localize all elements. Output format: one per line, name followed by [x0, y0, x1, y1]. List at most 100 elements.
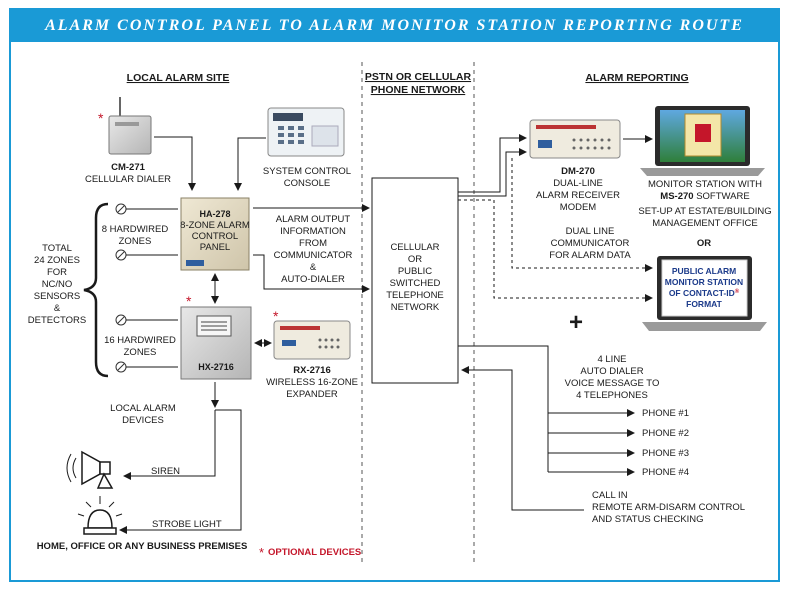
monitor-line-2: MS-270 SOFTWARE — [660, 191, 749, 202]
callin-line-1: CALL IN — [592, 490, 628, 501]
dm270-line-1: DUAL-LINE — [553, 178, 603, 189]
screen-line-1: PUBLIC ALARM — [672, 266, 736, 276]
screen-contact-id: OF CONTACT-ID — [669, 288, 735, 298]
alarm-output-5: & — [310, 262, 317, 273]
phone-2-label: PHONE #2 — [642, 428, 689, 439]
edge-network-to-phones — [458, 345, 549, 472]
laptop-ms270 — [640, 106, 765, 176]
monitor-ms270-label: MS-270 — [660, 191, 693, 202]
hw8-label-2: ZONES — [119, 236, 152, 247]
network-line-2: OR — [408, 254, 422, 265]
network-line-1: CELLULAR — [390, 242, 439, 253]
zone-terminals — [115, 203, 178, 373]
alarm-output-1: ALARM OUTPUT — [276, 214, 351, 225]
monitor-line-4: MANAGEMENT OFFICE — [652, 218, 757, 229]
network-line-6: NETWORK — [391, 302, 440, 313]
network-line-3: PUBLIC — [398, 266, 432, 277]
edge-console-to-ha278 — [234, 137, 266, 191]
title-bar: ALARM CONTROL PANEL TO ALARM MONITOR STA… — [11, 10, 778, 42]
hw16-label-1: 16 HARDWIRED — [104, 335, 176, 346]
dualline-line-1: DUAL LINE — [566, 226, 615, 237]
dm270-device — [529, 119, 621, 159]
alarm-output-6: AUTO-DIALER — [281, 274, 345, 285]
edge-autodialer-to-network — [253, 254, 370, 293]
screen-line-3: OF CONTACT-ID® — [669, 288, 740, 298]
ha278-name: HA-278 — [199, 209, 230, 219]
cm271-name: CM-271 — [111, 162, 146, 173]
header-alarm-reporting: ALARM REPORTING — [585, 72, 688, 84]
console-label-1: SYSTEM CONTROL — [263, 166, 351, 177]
dialer-line-4: 4 TELEPHONES — [576, 390, 648, 401]
cm271-desc: CELLULAR DIALER — [85, 174, 171, 185]
ha278-line-2: CONTROL — [192, 231, 238, 242]
network-line-5: TELEPHONE — [386, 290, 444, 301]
dialer-line-3: VOICE MESSAGE TO — [565, 378, 660, 389]
console-label-2: CONSOLE — [284, 178, 330, 189]
dialer-line-1: 4 LINE — [597, 354, 626, 365]
optional-legend-label: OPTIONAL DEVICES — [268, 547, 361, 558]
total-line-3: FOR — [47, 267, 67, 278]
ha278-line-1: 8-ZONE ALARM — [180, 220, 250, 231]
strobe-light-icon — [77, 496, 123, 535]
callin-line-2: REMOTE ARM-DISARM CONTROL — [592, 502, 745, 513]
total-line-2: 24 ZONES — [34, 255, 80, 266]
optional-star-hx2716: * — [186, 293, 192, 309]
siren-icon — [66, 450, 114, 489]
optional-star-rx2716: * — [273, 308, 279, 324]
total-line-7: DETECTORS — [28, 315, 86, 326]
edge-callin-to-network — [461, 366, 584, 511]
hx2716-panel: * — [180, 293, 252, 380]
alarm-output-2: INFORMATION — [280, 226, 346, 237]
header-pstn-1: PSTN OR CELLULAR — [365, 71, 472, 83]
optional-legend-star: * — [259, 545, 264, 560]
cm271-device: * — [98, 97, 152, 155]
edge-network-to-public — [458, 199, 653, 302]
monitor-software-label: SOFTWARE — [694, 191, 750, 202]
header-pstn-2: PHONE NETWORK — [371, 84, 466, 96]
alarm-output-4: COMMUNICATOR — [274, 250, 353, 261]
rx2716-device: * — [273, 308, 351, 360]
network-line-4: SWITCHED — [390, 278, 441, 289]
network-box — [371, 177, 459, 384]
callin-line-3: AND STATUS CHECKING — [592, 514, 704, 525]
ha278-panel — [180, 197, 250, 271]
alarm-output-3: FROM — [299, 238, 327, 249]
monitor-line-1: MONITOR STATION WITH — [648, 179, 762, 190]
screen-reg-mark: ® — [735, 288, 740, 295]
total-line-5: SENSORS — [34, 291, 80, 302]
rx2716-line-1: WIRELESS 16-ZONE — [266, 377, 358, 388]
rx2716-line-2: EXPANDER — [286, 389, 338, 400]
phone-3-label: PHONE #3 — [642, 448, 689, 459]
hw16-label-2: ZONES — [124, 347, 157, 358]
total-line-6: & — [54, 303, 61, 314]
premises-label: HOME, OFFICE OR ANY BUSINESS PREMISES — [37, 541, 248, 552]
dm270-name: DM-270 — [561, 166, 595, 177]
edge-dualline-to-public — [511, 158, 653, 272]
total-line-1: TOTAL — [42, 243, 72, 254]
siren-label: SIREN — [151, 466, 180, 477]
dm270-line-3: MODEM — [560, 202, 597, 213]
hx2716-name: HX-2716 — [198, 362, 234, 372]
ha278-line-3: PANEL — [200, 242, 230, 253]
phone-1-label: PHONE #1 — [642, 408, 689, 419]
screen-line-4: FORMAT — [686, 299, 723, 309]
dualline-line-2: COMMUNICATOR — [551, 238, 630, 249]
dialer-line-2: AUTO DIALER — [580, 366, 643, 377]
monitor-line-3: SET-UP AT ESTATE/BUILDING — [638, 206, 771, 217]
header-local-site: LOCAL ALARM SITE — [127, 72, 230, 84]
edge-cm271-to-ha278 — [154, 136, 196, 191]
strobe-label: STROBE LIGHT — [152, 519, 222, 530]
optional-star-cm271: * — [98, 110, 104, 126]
dualline-line-3: FOR ALARM DATA — [549, 250, 631, 261]
edge-to-siren — [123, 410, 216, 480]
edge-to-strobe — [119, 409, 242, 534]
screen-line-2: MONITOR STATION — [665, 277, 743, 287]
rx2716-name: RX-2716 — [293, 365, 331, 376]
edge-network-to-dm270-b — [458, 148, 527, 197]
console-device — [267, 107, 345, 157]
laptop-public-station — [642, 256, 767, 331]
local-devices-2: DEVICES — [122, 415, 164, 426]
diagram-title: ALARM CONTROL PANEL TO ALARM MONITOR STA… — [45, 17, 744, 34]
phone-4-label: PHONE #4 — [642, 467, 689, 478]
